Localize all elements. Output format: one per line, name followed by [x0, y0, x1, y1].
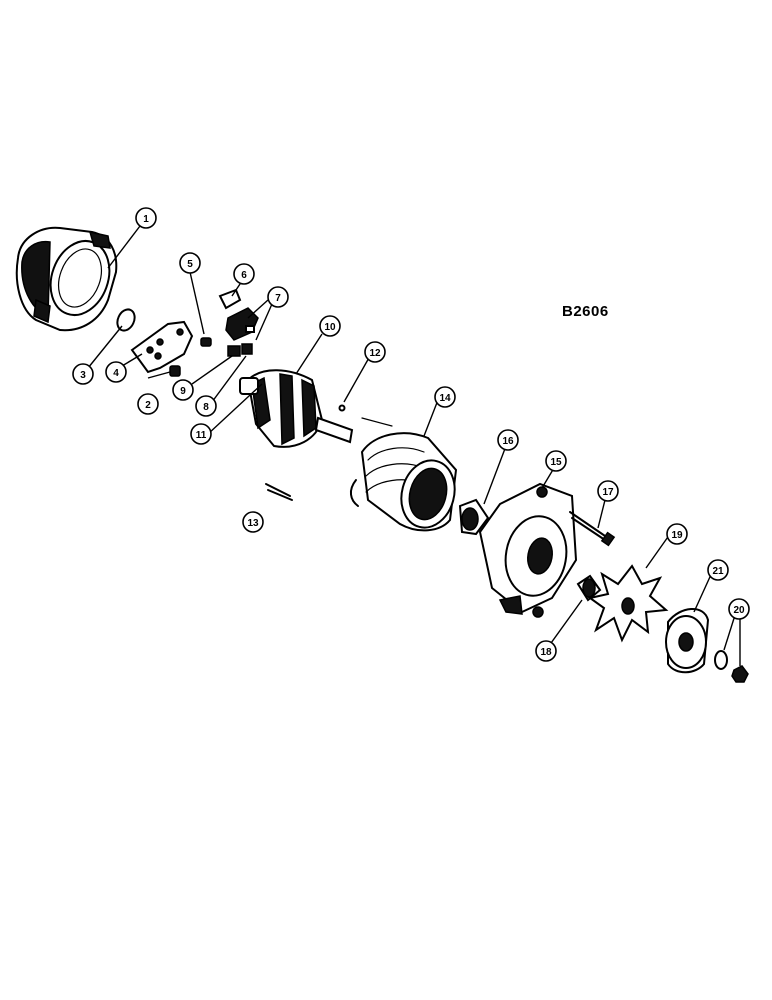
callout-21-number: 21 — [712, 566, 724, 577]
callout-10: 10 — [319, 315, 341, 337]
part-4-brush-plate — [130, 320, 194, 374]
part-18-bushing — [576, 574, 602, 602]
part-5-screw — [200, 337, 212, 347]
callout-4-number: 4 — [113, 368, 119, 379]
part-9-brush — [227, 345, 241, 357]
callout-9-number: 9 — [180, 386, 186, 397]
part-code-label: B2606 — [562, 303, 609, 320]
callout-20-number: 20 — [733, 605, 745, 616]
callout-8-number: 8 — [203, 402, 209, 413]
leader-lines — [87, 225, 741, 666]
callout-16-number: 16 — [502, 436, 514, 447]
callout-16: 16 — [497, 429, 519, 451]
callout-7: 7 — [267, 286, 289, 308]
callout-9: 9 — [172, 379, 194, 401]
callout-18: 18 — [535, 640, 557, 662]
callout-10-number: 10 — [324, 322, 336, 333]
callout-2-number: 2 — [145, 400, 151, 411]
callout-17: 17 — [597, 480, 619, 502]
callout-17-number: 17 — [602, 487, 614, 498]
part-3-o-ring — [116, 308, 136, 332]
part-2-screw — [169, 365, 181, 377]
callout-14: 14 — [434, 386, 456, 408]
callout-7-number: 7 — [275, 293, 281, 304]
callout-5-number: 5 — [187, 259, 193, 270]
callout-11-number: 11 — [196, 430, 207, 441]
callout-3-number: 3 — [80, 370, 86, 381]
callout-15-number: 15 — [550, 457, 562, 468]
callout-15: 15 — [545, 450, 567, 472]
callout-4: 4 — [105, 361, 127, 383]
part-6-bracket — [218, 288, 242, 310]
part-19-fan — [587, 564, 669, 643]
part-16-spacer — [458, 498, 490, 536]
callout-13-number: 13 — [247, 518, 259, 529]
callout-1: 1 — [135, 207, 157, 229]
part-21-pulley — [665, 608, 710, 674]
callout-12: 12 — [364, 341, 386, 363]
part-15-drive-end-housing — [478, 482, 578, 618]
part-14-stator — [350, 417, 458, 532]
part-12-pin — [338, 404, 346, 412]
callout-5: 5 — [179, 252, 201, 274]
callout-2: 2 — [137, 393, 159, 415]
callout-14-number: 14 — [439, 393, 451, 404]
part-1-end-housing — [15, 226, 118, 332]
callout-1-number: 1 — [143, 214, 149, 225]
part-17-through-bolt — [569, 511, 616, 547]
callout-19: 19 — [666, 523, 688, 545]
callout-21: 21 — [707, 559, 729, 581]
callout-6-number: 6 — [241, 270, 247, 281]
callout-11: 11 — [190, 423, 212, 445]
callout-8: 8 — [195, 395, 217, 417]
callout-6: 6 — [233, 263, 255, 285]
callout-19-number: 19 — [671, 530, 683, 541]
callout-12-number: 12 — [369, 348, 381, 359]
callout-13: 13 — [242, 511, 264, 533]
callout-18-number: 18 — [540, 647, 552, 658]
part-8-brush — [241, 343, 253, 355]
callout-20: 20 — [728, 598, 750, 620]
part-10-rotor — [239, 369, 354, 448]
part-20-washer-nut — [714, 650, 749, 683]
part-13-stud — [265, 483, 293, 501]
callout-3: 3 — [72, 363, 94, 385]
